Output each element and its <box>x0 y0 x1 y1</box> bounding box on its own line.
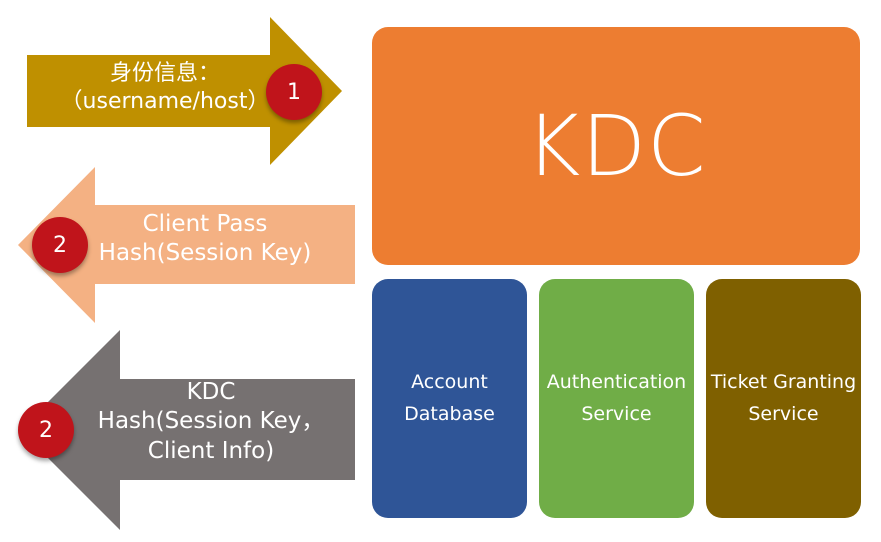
kdc-reply-label: KDC Hash(Session Key， Client Info) <box>75 378 347 466</box>
account-database-line2: Database <box>404 402 495 425</box>
request-arrow-label: 身份信息： （username/host） <box>40 60 290 116</box>
step-badge-2b: 2 <box>18 402 74 458</box>
authentication-service-line1: Authentication <box>546 371 687 394</box>
client-reply-arrow <box>18 167 355 323</box>
account-database-box: Account Database <box>372 279 527 518</box>
request-label-line1: 身份信息： <box>109 61 220 86</box>
authentication-service-line2: Service <box>581 402 652 425</box>
request-arrow <box>27 17 342 165</box>
kdc-reply-line1: KDC <box>186 379 236 405</box>
request-label-line2: （username/host） <box>60 89 270 115</box>
kdc-reply-line3: Client Info) <box>147 437 275 464</box>
step-badge-1: 1 <box>266 64 322 120</box>
authentication-service-box: Authentication Service <box>539 279 694 518</box>
client-reply-line1: Client Pass <box>142 211 268 237</box>
kdc-box: KDC <box>372 27 860 265</box>
kdc-title: KDC <box>525 97 707 195</box>
ticket-granting-service-line1: Ticket Granting <box>710 371 857 394</box>
kdc-reply-line2: Hash(Session Key， <box>97 408 325 435</box>
kdc-reply-arrow <box>20 330 355 530</box>
ticket-granting-service-box: Ticket Granting Service <box>706 279 861 518</box>
client-reply-label: Client Pass Hash(Session Key) <box>75 210 335 269</box>
ticket-granting-service-line2: Service <box>748 402 819 425</box>
client-reply-line2: Hash(Session Key) <box>98 240 312 267</box>
account-database-line1: Account <box>411 371 488 394</box>
step-badge-2a: 2 <box>32 217 88 273</box>
